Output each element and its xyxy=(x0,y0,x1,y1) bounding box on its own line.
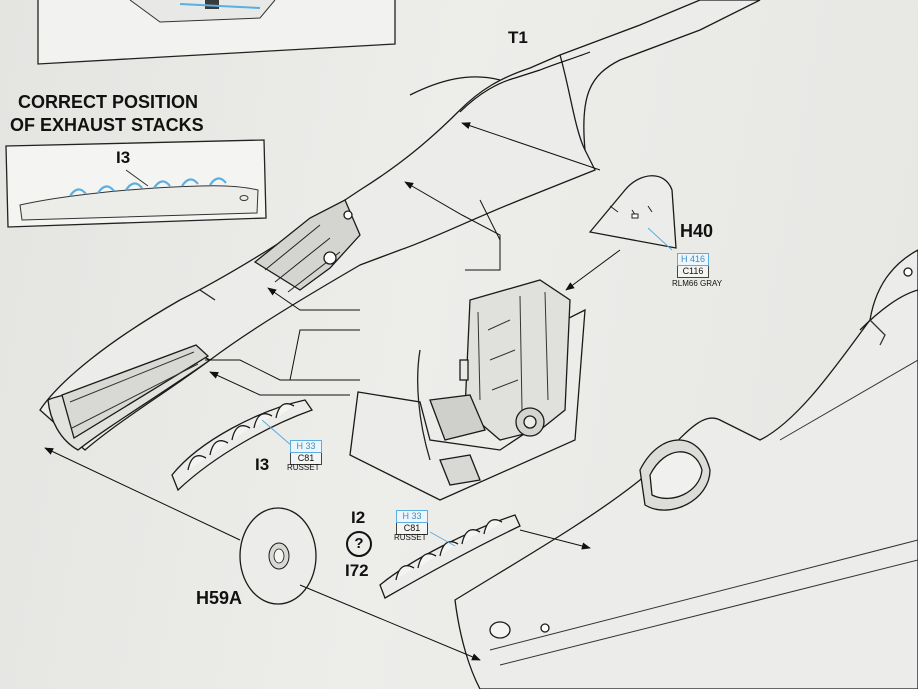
part-i3-exhaust xyxy=(171,399,314,492)
paint-name-russet-b: RUSSET xyxy=(394,533,427,542)
paint-callout-russet-a: H 33 C81 xyxy=(290,440,322,465)
heading-line-1: CORRECT POSITION xyxy=(18,92,199,112)
paint-code-hobby: H 33 xyxy=(290,440,322,453)
part-h40-armor xyxy=(588,175,677,251)
paint-code-hobby: H 33 xyxy=(396,510,428,523)
top-inset-box xyxy=(37,0,396,65)
fuselage-right-half xyxy=(454,249,918,689)
exhaust-inset-box xyxy=(5,139,267,228)
part-label-i3-inset: I3 xyxy=(116,148,131,167)
paint-code-hobby: H 416 xyxy=(677,253,709,266)
paint-callout-gray: H 416 C116 xyxy=(677,253,709,278)
part-label-i3-main: I3 xyxy=(255,455,270,474)
part-i2-exhaust xyxy=(379,514,521,599)
either-part-symbol: ? xyxy=(346,531,372,557)
assembly-guide-lines xyxy=(44,122,621,661)
part-label-h40: H40 xyxy=(680,221,714,241)
part-label-h59a: H59A xyxy=(196,588,243,608)
paint-callout-russet-b: H 33 C81 xyxy=(396,510,428,535)
paint-code-mr-color: C81 xyxy=(396,523,428,535)
canopy-rail-line xyxy=(459,51,591,113)
part-label-t1: T1 xyxy=(508,28,528,47)
paint-code-mr-color: C81 xyxy=(290,453,322,465)
paint-name-russet-a: RUSSET xyxy=(287,463,320,472)
part-label-i2: I2 xyxy=(351,508,366,527)
heading-line-2: OF EXHAUST STACKS xyxy=(10,115,204,135)
paint-code-mr-color: C116 xyxy=(677,266,709,278)
part-h59a-disc xyxy=(239,507,317,605)
pilot-seat-assembly xyxy=(349,279,586,501)
paint-name-gray: RLM66 GRAY xyxy=(672,279,723,288)
part-label-i72: I72 xyxy=(345,561,369,580)
fuselage-left-half xyxy=(39,0,761,451)
